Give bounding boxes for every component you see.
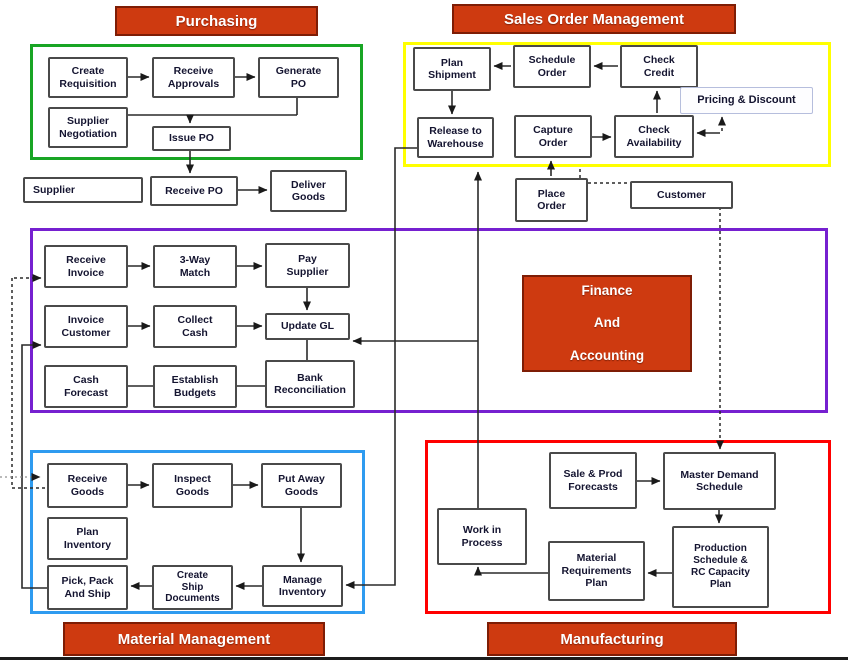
node-3-way-match: 3-Way Match	[153, 245, 237, 288]
node-place-order: Place Order	[515, 178, 588, 222]
finance-frame	[30, 228, 828, 413]
manufacturing-header: Manufacturing	[487, 622, 737, 656]
node-issue-po: Issue PO	[152, 126, 231, 151]
node-create-requisition: Create Requisition	[48, 57, 128, 98]
node-cash-forecast: Cash Forecast	[44, 365, 128, 408]
node-put-away-goods: Put Away Goods	[261, 463, 342, 508]
node-supplier: Supplier	[23, 177, 143, 203]
node-check-credit: Check Credit	[620, 45, 698, 88]
node-invoice-customer: Invoice Customer	[44, 305, 128, 348]
node-plan-inventory: Plan Inventory	[47, 517, 128, 560]
node-generate-po: Generate PO	[258, 57, 339, 98]
node-capture-order: Capture Order	[514, 115, 592, 158]
node-bank-reconciliation: Bank Reconciliation	[265, 360, 355, 408]
node-supplier-negotiation: Supplier Negotiation	[48, 107, 128, 148]
node-production-schedule: Production Schedule & RC Capacity Plan	[672, 526, 769, 608]
node-receive-goods: Receive Goods	[47, 463, 128, 508]
node-schedule-order: Schedule Order	[513, 45, 591, 88]
node-inspect-goods: Inspect Goods	[152, 463, 233, 508]
node-customer: Customer	[630, 181, 733, 209]
node-work-in-process: Work in Process	[437, 508, 527, 565]
node-pricing-discount: Pricing & Discount	[680, 87, 813, 114]
node-release-to-warehouse: Release to Warehouse	[417, 117, 494, 158]
node-pay-supplier: Pay Supplier	[265, 243, 350, 288]
node-master-demand-schedule: Master Demand Schedule	[663, 452, 776, 510]
node-receive-approvals: Receive Approvals	[152, 57, 235, 98]
node-collect-cash: Collect Cash	[153, 305, 237, 348]
sales-frame	[403, 42, 831, 167]
purchasing-frame	[30, 44, 363, 160]
node-manage-inventory: Manage Inventory	[262, 565, 343, 607]
node-deliver-goods: Deliver Goods	[270, 170, 347, 212]
bottom-divider	[0, 657, 848, 660]
material-header: Material Management	[63, 622, 325, 656]
node-create-ship-documents: Create Ship Documents	[152, 565, 233, 610]
node-receive-invoice: Receive Invoice	[44, 245, 128, 288]
sales-header: Sales Order Management	[452, 4, 736, 34]
node-establish-budgets: Establish Budgets	[153, 365, 237, 408]
node-receive-po: Receive PO	[150, 176, 238, 206]
node-pick-pack-and-ship: Pick, Pack And Ship	[47, 565, 128, 610]
finance-header: Finance And Accounting	[522, 275, 692, 372]
node-update-gl: Update GL	[265, 313, 350, 340]
node-material-requirements-plan: Material Requirements Plan	[548, 541, 645, 601]
node-plan-shipment: Plan Shipment	[413, 47, 491, 91]
purchasing-header: Purchasing	[115, 6, 318, 36]
node-check-availability: Check Availability	[614, 115, 694, 158]
node-sale-prod-forecasts: Sale & Prod Forecasts	[549, 452, 637, 509]
